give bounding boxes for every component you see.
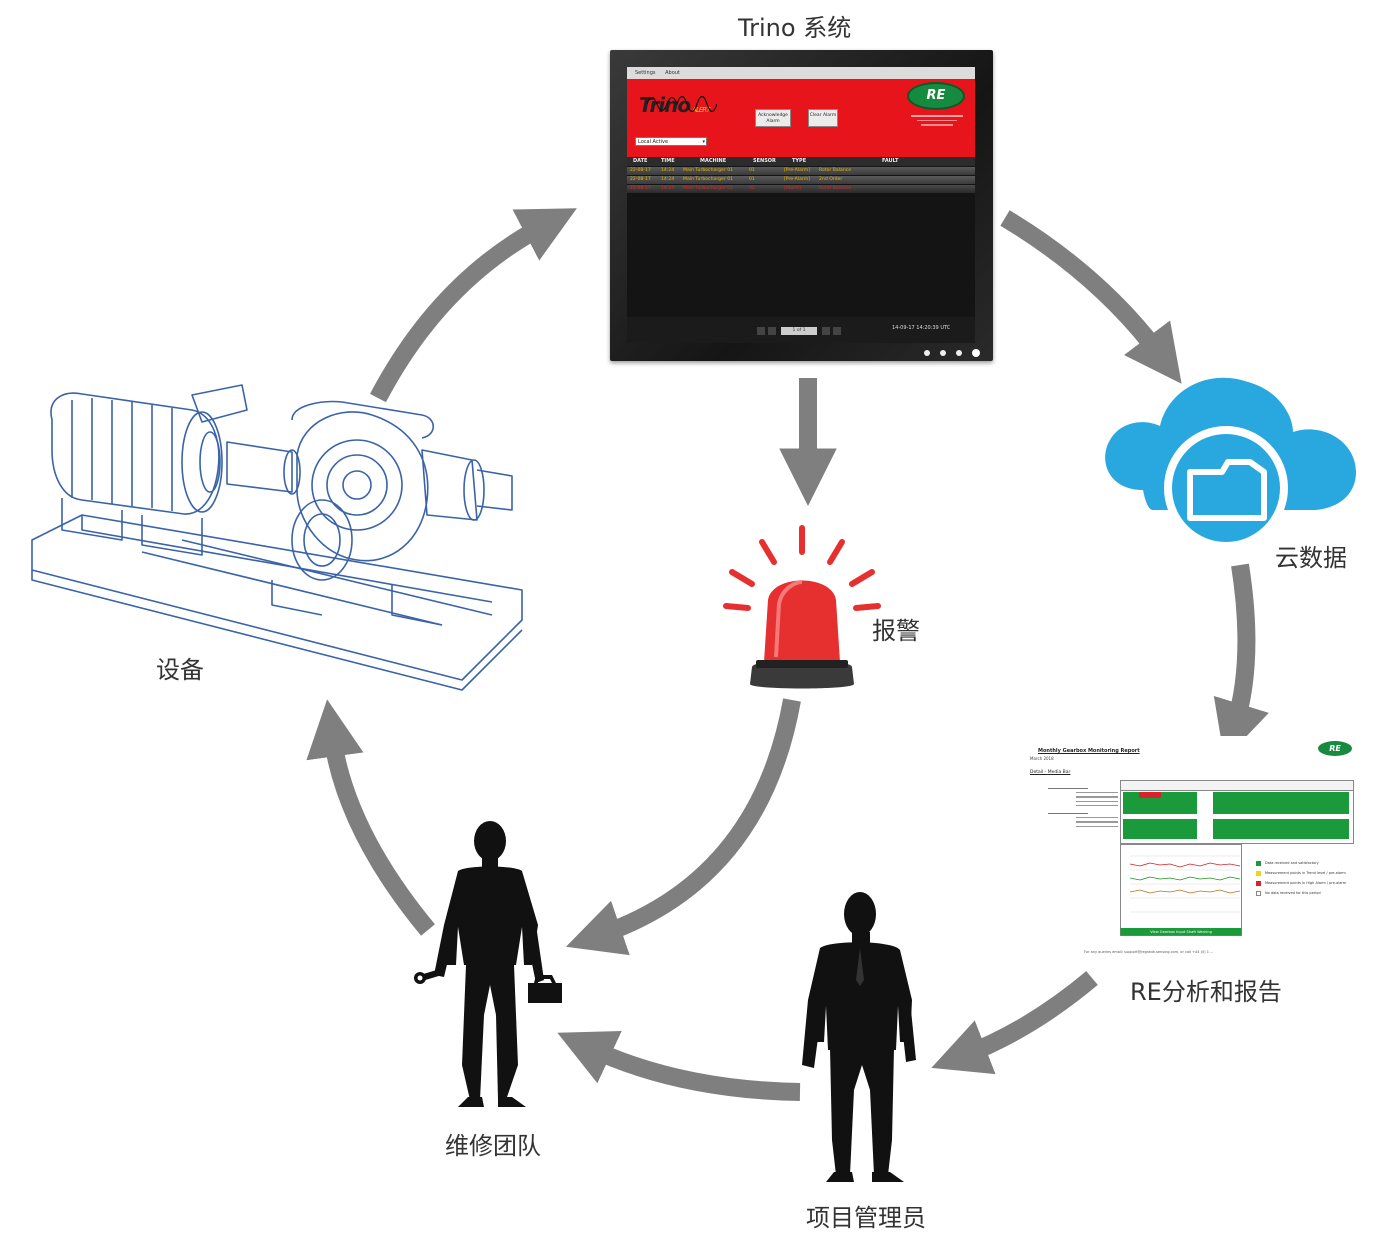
- brand-tagline: [907, 113, 967, 129]
- filter-select[interactable]: Local Active▾: [635, 137, 707, 146]
- monitor-menu-bar: Settings About: [627, 67, 975, 79]
- label-maintenance-team: 维修团队: [445, 1132, 541, 1160]
- menu-settings[interactable]: Settings: [635, 70, 656, 76]
- arrow-alarm-to-maintenance: [565, 698, 801, 956]
- report-legend: Data received and satisfactory Measureme…: [1256, 858, 1356, 898]
- pump-equipment-icon: [31, 384, 523, 691]
- re-report-document: Monthly Gearbox Monitoring Report March …: [1028, 736, 1358, 964]
- logo-wave-icon: [647, 95, 717, 113]
- prev-page-button[interactable]: [768, 327, 776, 335]
- menu-about[interactable]: About: [665, 70, 680, 76]
- table-row[interactable]: 22-08-17 14:24 Main Turbocharger 01 01 […: [627, 167, 975, 175]
- alarm-beacon-icon: [723, 525, 881, 689]
- page-indicator: 1 of 1: [781, 327, 817, 335]
- report-section: Detail - Media Bar: [1030, 770, 1071, 775]
- report-status-grid: [1120, 780, 1354, 844]
- chevron-down-icon: ▾: [702, 139, 705, 145]
- arrow-manager-to-maintenance: [557, 1031, 801, 1101]
- arrow-maintenance-to-equipment: [306, 699, 435, 936]
- report-trend-chart: [1120, 844, 1242, 936]
- label-re-report: RE分析和报告: [1130, 978, 1282, 1006]
- report-subtitle: March 2018: [1030, 756, 1054, 761]
- clear-alarm-button[interactable]: Clear Alarm: [808, 109, 838, 127]
- alarm-table-header: DATE TIME MACHINE SENSOR TYPE FAULT: [627, 157, 975, 166]
- arrow-trino-to-cloud: [1000, 210, 1182, 384]
- wrench-icon: [414, 969, 442, 984]
- folder-icon: [1187, 459, 1267, 521]
- arrow-cloud-to-report: [1213, 563, 1269, 760]
- table-row[interactable]: 22-08-17 14:24 Main Turbocharger 01 02 […: [627, 185, 975, 193]
- arrow-equipment-to-trino: [370, 208, 577, 403]
- report-footer-bar: View Gearbox Input Shaft Warning: [1150, 930, 1212, 934]
- report-re-logo: RE: [1318, 741, 1352, 756]
- monitor-timestamp: 14-09-17 14:20:39 UTC: [892, 325, 951, 331]
- acknowledge-alarm-button[interactable]: Acknowledge Alarm: [755, 109, 791, 127]
- report-row-labels: [1048, 784, 1118, 844]
- first-page-button[interactable]: [757, 327, 765, 335]
- label-equipment: 设备: [156, 656, 204, 684]
- monitor-footer: 1 of 1 14-09-17 14:20:39 UTC: [627, 317, 975, 343]
- table-row[interactable]: 22-08-17 14:24 Main Turbocharger 01 01 […: [627, 176, 975, 184]
- cloud-data-icon: [1105, 377, 1356, 545]
- last-page-button[interactable]: [833, 327, 841, 335]
- project-manager-icon: [802, 892, 916, 1182]
- label-alarm: 报警: [872, 617, 920, 645]
- label-project-manager: 项目管理员: [806, 1204, 926, 1232]
- label-cloud-data: 云数据: [1275, 544, 1347, 572]
- monitor-power-buttons: [924, 348, 990, 358]
- report-contact: For any queries email: support@regrade-s…: [1084, 950, 1214, 954]
- next-page-button[interactable]: [822, 327, 830, 335]
- re-brand-logo: RE: [909, 84, 963, 108]
- arrow-report-to-manager: [931, 971, 1098, 1075]
- report-title: Monthly Gearbox Monitoring Report: [1038, 748, 1140, 754]
- maintenance-worker-icon: [414, 821, 562, 1107]
- label-trino-system: Trino 系统: [738, 14, 852, 42]
